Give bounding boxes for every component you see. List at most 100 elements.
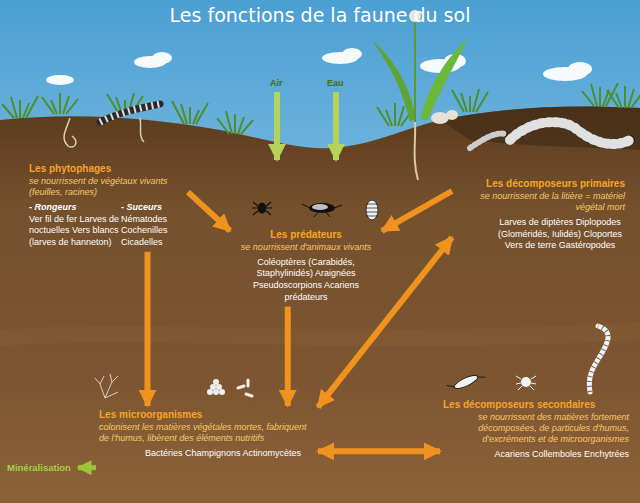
illustration-part xyxy=(46,75,74,85)
illustration-part xyxy=(568,62,592,76)
illustration-part xyxy=(100,104,160,122)
grass-blade xyxy=(582,91,594,106)
flow-arrow xyxy=(382,191,452,231)
group-text: se nourrissent de végétaux vivants (feui… xyxy=(29,176,185,199)
grass-blade xyxy=(181,104,187,124)
grass-blade xyxy=(19,100,21,118)
pebbles xyxy=(431,110,458,124)
soil-ground xyxy=(0,107,640,503)
illustration-part xyxy=(140,118,144,142)
illustration-part xyxy=(447,369,486,394)
group-heading: Les phytophages xyxy=(29,163,185,176)
flow-label: Eau xyxy=(327,78,344,88)
group-text: Bactéries Champignons Actinomycètes xyxy=(99,448,315,460)
group-text: Larves de diptères Diplopodes (Gloméridé… xyxy=(455,217,625,252)
illustration-part xyxy=(366,204,378,216)
illustration-part xyxy=(420,38,468,120)
grass-blade xyxy=(241,120,253,134)
flow-arrow xyxy=(285,307,291,407)
grass-blade xyxy=(59,93,61,114)
illustration-part xyxy=(516,376,536,390)
illustration-part xyxy=(274,92,280,160)
grass-blade xyxy=(172,101,184,124)
group-heading: Les prédateurs xyxy=(233,229,379,242)
illustration-part xyxy=(213,389,219,395)
group-box: Les prédateursse nourrissent d'animaux v… xyxy=(230,226,382,307)
group-text: - Rongeurs xyxy=(29,202,121,214)
dandelion xyxy=(372,10,468,180)
group-text: - Suceurs xyxy=(121,202,185,214)
grass-blade xyxy=(107,94,119,114)
illustration-part xyxy=(238,380,252,396)
illustration-part xyxy=(510,122,630,144)
grass-blade xyxy=(42,97,54,114)
illustration-part xyxy=(366,200,378,220)
illustration-part xyxy=(78,191,452,468)
illustration-part xyxy=(252,202,272,215)
illustration-part xyxy=(302,203,342,217)
grass-blade xyxy=(461,93,467,112)
grass-blade xyxy=(26,96,38,118)
illustration-part xyxy=(589,326,608,392)
group-text: colonisent les matières végétales mortes… xyxy=(99,422,315,445)
grass-blade xyxy=(469,96,471,112)
grass-blade xyxy=(226,111,232,134)
illustration-part xyxy=(302,204,342,217)
flow-label: Air xyxy=(270,78,283,88)
illustration-part xyxy=(312,204,328,210)
flow-arrow xyxy=(188,192,230,231)
illustration-part xyxy=(414,20,416,122)
flow-arrow xyxy=(318,448,440,454)
wireworm xyxy=(100,104,160,122)
group-text: Ver fil de fer Larves de noctuelles Vers… xyxy=(29,214,121,249)
grass-blade xyxy=(234,114,236,134)
litter-layer xyxy=(440,107,640,151)
illustration-part xyxy=(510,122,630,144)
illustration-part xyxy=(447,369,486,394)
group-box: Les décomposeurs primairesse nourrissent… xyxy=(452,175,628,255)
illustration-part xyxy=(216,384,222,390)
group-heading: Les microorganismes xyxy=(99,409,315,422)
group-text: Nématodes Cochenilles Cicadelles xyxy=(121,214,185,249)
group-box: Minéralisation xyxy=(4,459,78,476)
predator-icons xyxy=(252,200,378,220)
group-box: Les décomposeurs secondairesse nourrisse… xyxy=(440,396,632,464)
group-heading: Les décomposeurs primaires xyxy=(455,178,625,191)
grass-blade xyxy=(386,110,392,126)
grass-blade xyxy=(66,99,78,114)
group-heading: Les décomposeurs secondaires xyxy=(443,399,629,412)
grass-blade xyxy=(377,107,389,126)
clouds xyxy=(46,48,592,85)
air-water-arrows xyxy=(277,92,336,160)
group-text: Coléoptères (Carabidés, Staphylinidés) A… xyxy=(233,257,379,304)
illustration-part xyxy=(453,373,480,391)
group-box: Les microorganismescolonisent les matièr… xyxy=(96,406,318,463)
grass-blade xyxy=(11,97,17,118)
grass-blade xyxy=(624,86,626,108)
grass-blade xyxy=(591,84,597,106)
grass-blade xyxy=(631,92,640,108)
grass-blade xyxy=(2,104,14,118)
illustration-part xyxy=(446,110,458,120)
secondary-decomposer-icons xyxy=(447,326,608,394)
illustration-part xyxy=(372,40,416,122)
illustration-part xyxy=(219,389,225,395)
grass-blade xyxy=(196,103,208,124)
group-heading: Minéralisation xyxy=(7,462,75,473)
flow-arrow xyxy=(78,465,96,470)
humus-band xyxy=(0,322,640,346)
illustration-part xyxy=(342,48,362,60)
grass-blade xyxy=(51,100,57,114)
illustration-part xyxy=(100,104,160,122)
illustration-part xyxy=(252,202,272,215)
illustration-part xyxy=(366,200,378,220)
illustration-part xyxy=(415,122,418,180)
flow-arrow xyxy=(145,252,151,406)
group-box: Les phytophagesse nourrissent de végétau… xyxy=(26,160,188,252)
illustration-part xyxy=(238,380,252,396)
illustration-part xyxy=(64,118,76,147)
grass-blade xyxy=(616,93,622,108)
grass-blade xyxy=(394,103,396,126)
illustration-part xyxy=(333,92,339,160)
